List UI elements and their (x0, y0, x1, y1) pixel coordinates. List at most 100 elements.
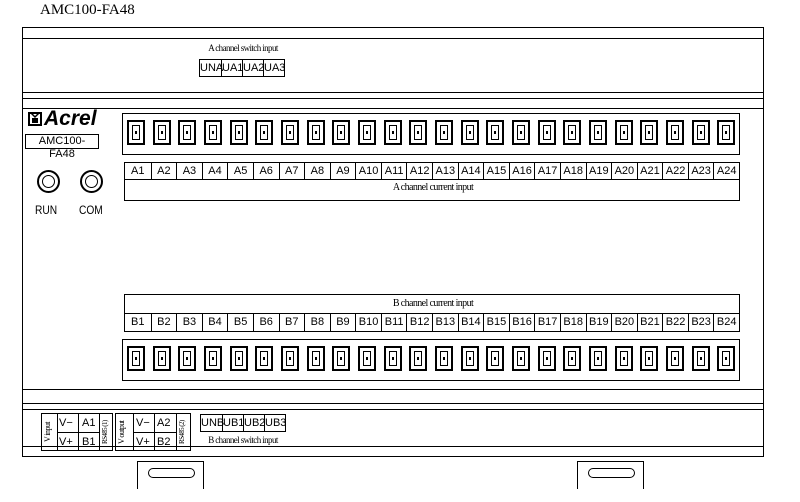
rs485-2-a: A2 (157, 417, 171, 429)
vout-label: V output (117, 420, 126, 444)
a-connector-socket-9 (332, 120, 351, 145)
power-input-label: V input (43, 422, 52, 442)
a-switch-terminal-3: UA2 (242, 60, 265, 76)
lower-divider-2 (22, 409, 764, 410)
a-connector-socket-23 (691, 120, 710, 145)
b-current-terminal-1: B1 (131, 316, 145, 328)
b-current-terminal-11: B11 (380, 314, 407, 331)
a-connector-socket-2 (152, 120, 171, 145)
bottom-terminal-block-2: V output V− V+ A2 B2 RS485 (2) (115, 413, 191, 451)
a-current-terminal-2: A2 (150, 163, 177, 179)
a-connector-socket-6 (255, 120, 274, 145)
b-connector-socket-15 (486, 346, 505, 371)
com-indicator-led (80, 170, 103, 193)
model-label: AMC100-FA48 (25, 134, 99, 160)
b-current-terminal-12: B12 (406, 314, 432, 331)
run-indicator-led (37, 170, 60, 193)
b-current-terminal-20: B20 (611, 314, 637, 331)
b-current-caption-box: B channel current input (124, 294, 740, 314)
b-connector-socket-8 (306, 346, 325, 371)
b-current-terminal-13: B13 (432, 314, 458, 331)
a-current-terminal-22: A22 (662, 163, 688, 179)
b-current-terminal-14: B14 (457, 314, 484, 331)
b-connector-socket-22 (665, 346, 684, 371)
a-connector-socket-13 (434, 120, 453, 145)
a-current-terminal-6: A6 (252, 163, 279, 179)
a-connector-strip (122, 113, 740, 155)
rs485-2-label: RS485 (2) (178, 420, 186, 444)
upper-divider (22, 92, 764, 93)
b-switch-terminal-3: UB2 (243, 415, 266, 431)
a-current-terminal-5: A5 (227, 163, 253, 179)
a-connector-socket-12 (409, 120, 428, 145)
b-current-terminal-15: B15 (483, 314, 509, 331)
a-current-terminal-1: A1 (131, 165, 145, 177)
a-connector-socket-5 (229, 120, 248, 145)
a-connector-socket-24 (717, 120, 736, 145)
b-connector-socket-12 (409, 346, 428, 371)
a-current-terminal-20: A20 (611, 163, 637, 179)
a-switch-caption: A channel switch input (208, 43, 278, 53)
a-current-terminal-15: A15 (483, 163, 509, 179)
lower-divider (22, 403, 764, 404)
b-current-terminal-22: B22 (662, 314, 688, 331)
b-connector-socket-4 (203, 346, 222, 371)
a-connector-socket-20 (614, 120, 633, 145)
b-current-terminal-17: B17 (534, 314, 560, 331)
a-current-terminal-24: A24 (713, 163, 739, 179)
a-current-terminal-11: A11 (380, 163, 407, 179)
a-current-terminal-7: A7 (278, 163, 305, 179)
rs485-1-b: B1 (82, 436, 96, 448)
b-current-terminal-6: B6 (252, 314, 279, 331)
b-switch-terminal-4: UB3 (264, 415, 287, 431)
b-current-caption: B channel current input (392, 298, 474, 309)
com-label: COM (79, 203, 103, 217)
a-connector-socket-21 (640, 120, 659, 145)
b-connector-socket-11 (383, 346, 402, 371)
b-current-terminal-9: B9 (329, 314, 356, 331)
a-connector-socket-11 (383, 120, 402, 145)
b-connector-socket-20 (614, 346, 633, 371)
b-current-terminal-5: B5 (227, 314, 253, 331)
a-switch-terminal-4: UA3 (263, 60, 286, 76)
b-current-terminal-8: B8 (304, 314, 330, 331)
b-connector-socket-19 (588, 346, 607, 371)
a-current-caption-box: A channel current input (124, 179, 740, 201)
a-connector-socket-4 (203, 120, 222, 145)
b-connector-socket-1 (126, 346, 145, 371)
b-connector-socket-6 (255, 346, 274, 371)
din-clip-right (577, 461, 644, 489)
a-switch-terminal-1: UNA (200, 62, 224, 74)
model-title: AMC100-FA48 (40, 2, 135, 18)
a-current-terminal-8: A8 (304, 163, 330, 179)
rs485-1-a: A1 (82, 417, 96, 429)
run-label: RUN (35, 203, 58, 217)
b-connector-socket-14 (460, 346, 479, 371)
a-connector-socket-17 (537, 120, 556, 145)
b-connector-socket-3 (178, 346, 197, 371)
a-connector-socket-8 (306, 120, 325, 145)
a-current-terminal-14: A14 (457, 163, 484, 179)
a-current-terminal-9: A9 (329, 163, 356, 179)
b-current-terminal-2: B2 (150, 314, 177, 331)
b-switch-caption: B channel switch input (208, 435, 278, 445)
bottom-terminal-block-1: V input V− V+ A1 B1 RS485 (1) (41, 413, 113, 451)
b-current-terminal-21: B21 (636, 314, 663, 331)
b-current-terminal-4: B4 (201, 314, 228, 331)
a-connector-socket-16 (511, 120, 530, 145)
b-current-terminal-10: B10 (355, 314, 381, 331)
b-connector-socket-18 (563, 346, 582, 371)
brand-logo: Acrel (44, 107, 97, 130)
a-connector-socket-14 (460, 120, 479, 145)
din-clip-left (137, 461, 204, 489)
panel-bottom-line (22, 389, 764, 390)
b-connector-socket-13 (434, 346, 453, 371)
b-switch-terminal-1: UNB (201, 417, 225, 429)
a-current-terminal-17: A17 (534, 163, 560, 179)
b-connector-socket-2 (152, 346, 171, 371)
a-connector-socket-1 (126, 120, 145, 145)
